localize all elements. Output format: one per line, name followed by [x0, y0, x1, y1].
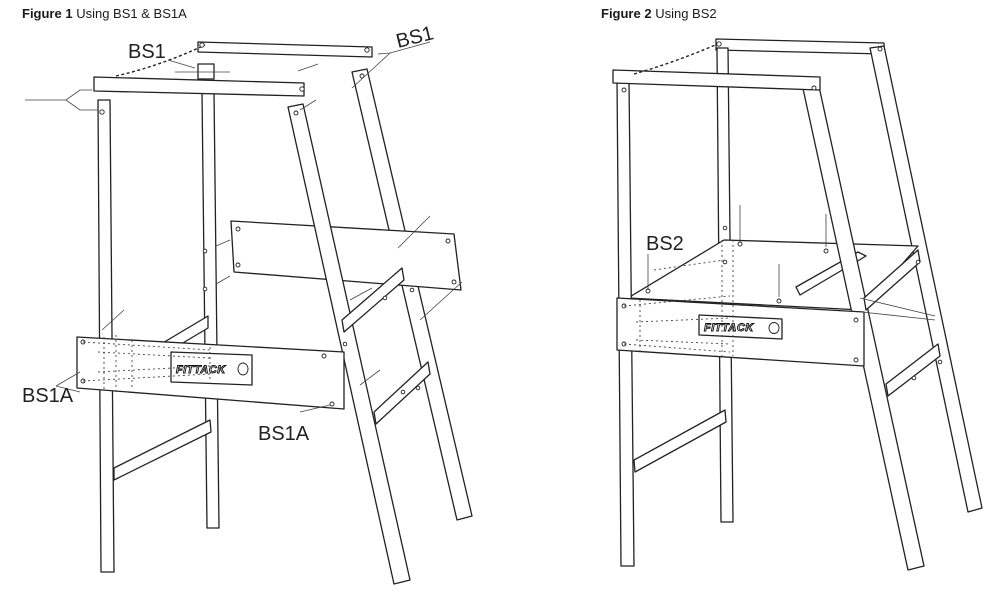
fig1-front-left-post [97, 99, 115, 573]
fig1-callout-bs1-left: BS1 [128, 41, 166, 63]
fig1-leader-lines [25, 41, 463, 413]
fig1-front-right-leg [287, 103, 411, 585]
fig2-logo-text: FITTACK [704, 322, 754, 334]
fig1-callout-bs1a-right: BS1A [258, 423, 310, 445]
fig2-front-top-bar [612, 69, 821, 91]
fig1-hidden-bolt-lines [82, 335, 211, 394]
fig2-callout-bs2: BS2 [646, 233, 684, 255]
fig1-logo-text: FITTACK [176, 364, 226, 376]
fig1-back-top-bar [197, 41, 373, 58]
fig1-bs1-bracket [197, 63, 215, 80]
fig2-hidden-bolt-lines [623, 240, 734, 356]
fig2-logo-emblem-icon [768, 322, 780, 334]
fig1-logo-emblem-icon [237, 362, 249, 376]
fig2-safety-chain [633, 42, 721, 75]
fig1-brace-left-low [113, 419, 212, 481]
figure-2-illustration: FITTACK [612, 38, 983, 571]
fig1-rear-panel-bs1a [230, 220, 462, 291]
fig2-logo-plate [698, 314, 783, 340]
fig1-bolt-holes [80, 42, 457, 407]
fig1-brace-right-mid [341, 267, 405, 333]
figure-1-title: Using BS1 & BS1A [76, 6, 187, 21]
fig2-bolt-holes [621, 41, 943, 381]
figure-2-label: Figure 2 [601, 6, 652, 21]
fig1-callout-bs1-right: BS1 [394, 22, 436, 52]
figure-1-label: Figure 1 [22, 6, 73, 21]
figure-1-caption: Figure 1 Using BS1 & BS1A [22, 6, 187, 21]
fig1-logo-plate [170, 351, 253, 386]
figure-2-title: Using BS2 [655, 6, 717, 21]
fig2-back-top-bar [715, 38, 885, 55]
fig2-brace-left [633, 409, 727, 473]
figure-1-illustration: FITTACK [22, 22, 473, 585]
figure-2-caption: Figure 2 Using BS2 [601, 6, 717, 21]
fig1-callout-bs1a-left: BS1A [22, 385, 74, 407]
fig1-back-post [201, 91, 220, 529]
fig2-brace-right-low [885, 343, 941, 397]
fig1-front-top-bar [93, 76, 305, 97]
fig2-leader-lines [647, 205, 936, 321]
fig1-safety-chain [115, 44, 206, 77]
